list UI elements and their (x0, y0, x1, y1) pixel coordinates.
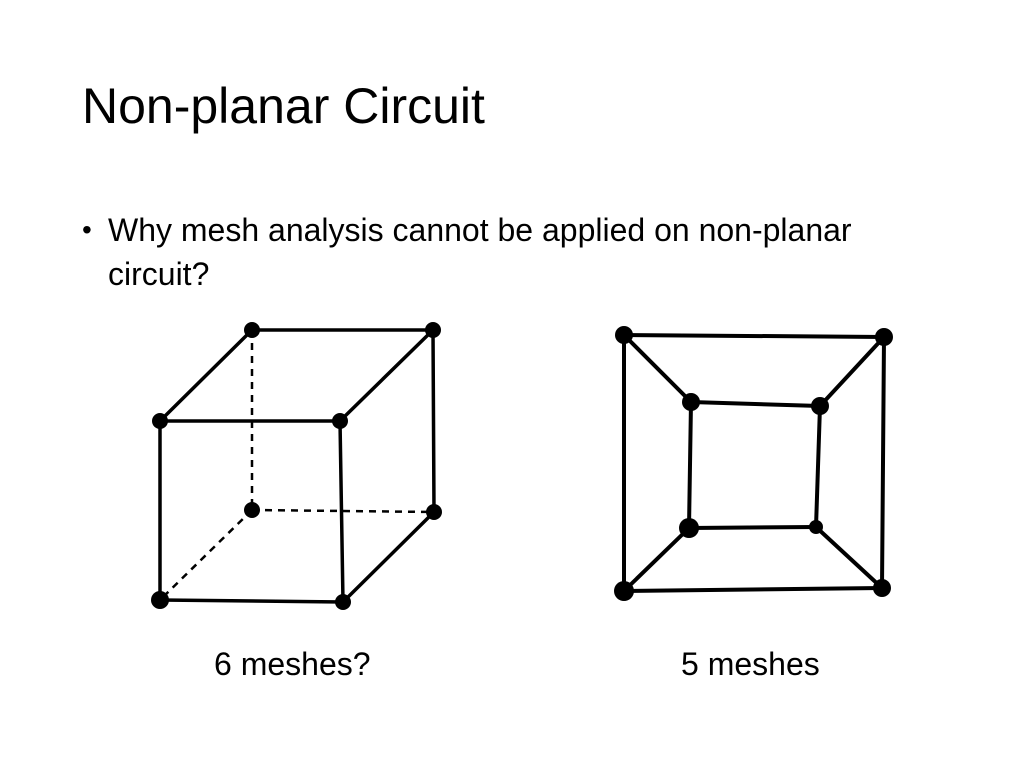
planar-edge (814, 404, 822, 529)
planar-node (682, 393, 700, 411)
planar-node (679, 518, 699, 538)
planar-edge (622, 586, 884, 593)
cube-edge (338, 419, 345, 604)
cube-edge (431, 328, 436, 514)
cube-node (244, 322, 260, 338)
cube-hidden-edge (159, 509, 253, 601)
cube-node (152, 413, 168, 429)
planar-edge (880, 335, 886, 590)
cube-node (244, 502, 260, 518)
cube-graph-caption: 6 meshes? (214, 646, 371, 682)
bullet-dot-icon: • (82, 214, 92, 245)
cube-edge (158, 598, 345, 604)
planar-node (811, 397, 829, 415)
planar-edge (622, 526, 691, 593)
bullet-item: • Why mesh analysis cannot be applied on… (82, 208, 882, 296)
planar-node (875, 328, 893, 346)
planar-edge (818, 335, 886, 408)
cube-hidden-edge (251, 508, 435, 514)
planar-node (615, 326, 633, 344)
planar-edge (689, 400, 822, 408)
bullet-list: • Why mesh analysis cannot be applied on… (82, 208, 882, 296)
planar-graph-caption: 5 meshes (681, 646, 820, 682)
planar-edge (622, 333, 886, 339)
cube-node (335, 594, 351, 610)
cube-edge (338, 328, 435, 423)
planar-node (614, 581, 634, 601)
planar-edge (687, 400, 693, 530)
cube-edge (341, 510, 436, 604)
cube-edge (158, 328, 254, 423)
planar-edge (622, 333, 693, 404)
bullet-text: Why mesh analysis cannot be applied on n… (108, 212, 852, 292)
planar-node (873, 579, 891, 597)
planar-edge (814, 525, 884, 590)
planar-node (809, 520, 823, 534)
planar-edge (687, 525, 818, 530)
cube-node (332, 413, 348, 429)
cube-node (425, 322, 441, 338)
slide-title: Non-planar Circuit (82, 78, 485, 134)
cube-node (426, 504, 442, 520)
cube-node (151, 591, 169, 609)
